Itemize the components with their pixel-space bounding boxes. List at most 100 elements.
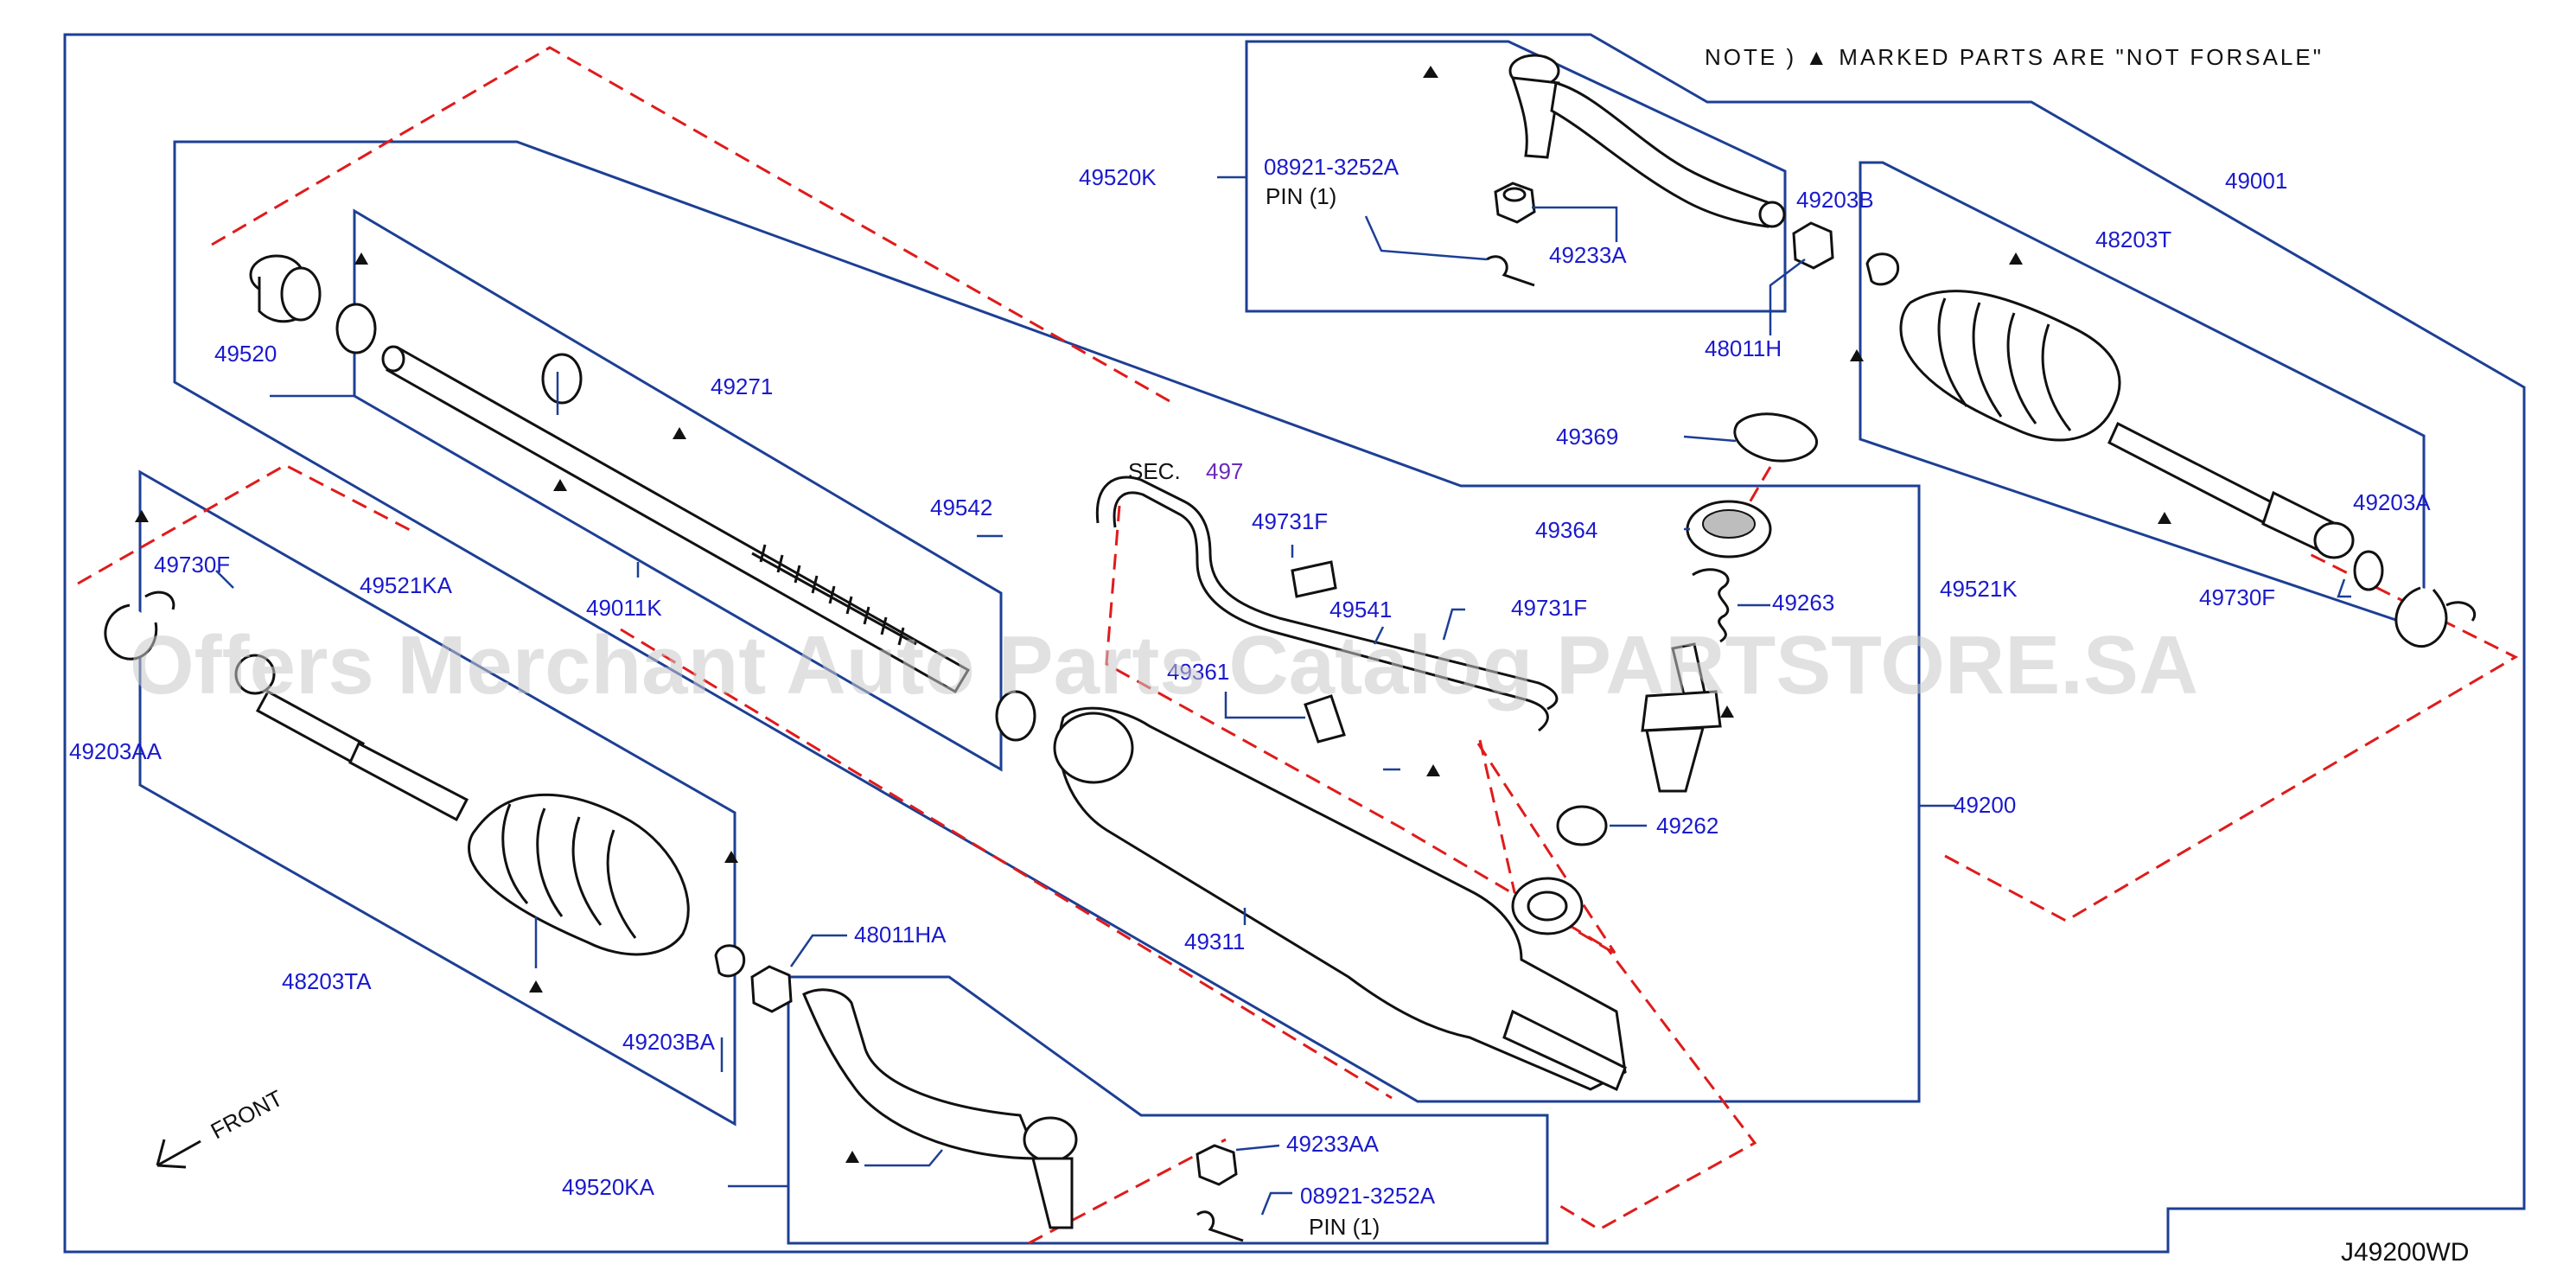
marker-2 <box>2009 252 2023 265</box>
pipe-49542[interactable] <box>1095 476 1559 711</box>
part-drawings <box>104 54 2476 1242</box>
seal-rack-end[interactable] <box>995 690 1036 742</box>
clamp-49203A[interactable] <box>2353 550 2384 591</box>
label-49311[interactable]: 49311 <box>1184 929 1245 954</box>
label-49731F-upper[interactable]: 49731F <box>1252 508 1328 534</box>
rack-49271[interactable] <box>381 345 971 694</box>
dash-49271-group <box>211 46 1176 406</box>
label-48011H[interactable]: 48011H <box>1705 335 1782 361</box>
clip-49731F[interactable] <box>1291 560 1337 598</box>
label-49520K[interactable]: 49520K <box>1079 164 1157 190</box>
label-48203T[interactable]: 48203T <box>2095 227 2171 252</box>
inner-rod-49521K[interactable] <box>2107 421 2355 559</box>
pin-upper[interactable] <box>1486 255 1535 287</box>
seal-upper-left[interactable] <box>335 303 377 354</box>
marker-10 <box>1720 705 1734 718</box>
label-48011HA[interactable]: 48011HA <box>854 922 947 948</box>
label-49203A[interactable]: 49203A <box>2353 489 2431 515</box>
gear-housing-49311[interactable] <box>1053 706 1627 1092</box>
label-49233A[interactable]: 49233A <box>1549 242 1627 268</box>
label-49203AA[interactable]: 49203AA <box>69 738 163 764</box>
note-not-for-sale: NOTE ) ▲ MARKED PARTS ARE "NOT FORSALE" <box>1705 44 2324 70</box>
label-49364[interactable]: 49364 <box>1535 517 1597 543</box>
label-49200[interactable]: 49200 <box>1954 792 2016 818</box>
o-ring-49262[interactable] <box>1556 805 1608 846</box>
label-49520[interactable]: 49520 <box>214 341 277 367</box>
nut-49233A[interactable] <box>1494 182 1536 224</box>
ring-49730F-left[interactable] <box>104 590 175 661</box>
marker-8 <box>135 510 149 522</box>
pipe-49541[interactable] <box>1113 491 1549 732</box>
frame-49200-rack <box>173 140 1921 1103</box>
label-49521KA[interactable]: 49521KA <box>360 572 453 598</box>
tie-rod-end-upper[interactable] <box>1508 54 1786 228</box>
label-49730F-left[interactable]: 49730F <box>154 552 230 578</box>
label-49203BA[interactable]: 49203BA <box>622 1029 716 1055</box>
marker-5 <box>354 252 368 265</box>
ring-49730F-right[interactable] <box>2394 586 2476 648</box>
sensor-49361[interactable] <box>1304 694 1346 744</box>
dash-49521KA-group <box>77 463 416 585</box>
label-49520KA[interactable]: 49520KA <box>562 1174 655 1200</box>
dash-49541-pipe <box>1476 739 1616 954</box>
assembly-frames <box>63 33 2526 1254</box>
label-sec-number[interactable]: 497 <box>1206 458 1243 484</box>
pinion-assembly[interactable] <box>1641 642 1722 793</box>
frame-49001-outer <box>63 33 2526 1254</box>
label-49730F-right[interactable]: 49730F <box>2199 584 2275 610</box>
tie-rod-end-lower[interactable] <box>802 988 1078 1229</box>
boot-48203TA[interactable] <box>468 793 690 956</box>
label-49271[interactable]: 49271 <box>711 373 773 399</box>
marker-11 <box>724 851 738 863</box>
pin-lower[interactable] <box>1196 1210 1244 1242</box>
label-49233AA[interactable]: 49233AA <box>1286 1131 1380 1157</box>
dash-49200-right <box>1105 505 1757 1231</box>
nut-48011HA[interactable] <box>750 965 793 1013</box>
clamp-49203BA[interactable] <box>714 944 746 978</box>
label-49203B[interactable]: 49203B <box>1796 187 1874 213</box>
label-49369[interactable]: 49369 <box>1556 424 1618 450</box>
label-49521K[interactable]: 49521K <box>1940 576 2018 602</box>
label-49262[interactable]: 49262 <box>1656 813 1718 839</box>
dash-49203-ring <box>1944 552 2519 922</box>
marker-12 <box>529 980 543 993</box>
label-sec-prefix: SEC. <box>1128 458 1181 484</box>
spring-49263[interactable] <box>1692 568 1730 643</box>
label-49731F-lower[interactable]: 49731F <box>1511 595 1587 621</box>
clamp-49203B[interactable] <box>1865 252 1900 286</box>
front-label: FRONT <box>207 1085 287 1145</box>
marker-13 <box>845 1151 859 1163</box>
label-49541[interactable]: 49541 <box>1329 597 1392 622</box>
seal-mid[interactable] <box>541 353 583 405</box>
marker-9 <box>1426 764 1440 776</box>
nut-49233AA[interactable] <box>1196 1144 1238 1186</box>
inner-rod-49521KA[interactable] <box>234 654 469 822</box>
frame-48203TA-boot <box>138 469 736 1127</box>
label-08921-3252A[interactable]: 08921-3252A <box>1264 154 1400 180</box>
watermark: Offers Merchant Auto Parts Catalog PARTS… <box>130 619 2198 712</box>
marker-6 <box>553 479 567 491</box>
frame-48203T-boot <box>1859 161 2426 632</box>
label-49542[interactable]: 49542 <box>930 495 992 520</box>
front-arrow <box>156 1139 201 1169</box>
marker-1 <box>1423 66 1438 78</box>
label-48203TA[interactable]: 48203TA <box>282 968 372 994</box>
label-pin-upper: PIN (1) <box>1266 183 1336 209</box>
label-49263[interactable]: 49263 <box>1772 590 1834 616</box>
not-for-sale-markers <box>135 66 2171 1163</box>
frame-49520K-kit <box>1245 40 1787 313</box>
washer-49369[interactable] <box>1733 412 1819 463</box>
label-49011K[interactable]: 49011K <box>586 595 662 621</box>
nut-48011H[interactable] <box>1792 221 1834 270</box>
gear-49364[interactable] <box>1686 500 1772 559</box>
bushing-49520[interactable] <box>249 254 322 323</box>
label-49001[interactable]: 49001 <box>2225 168 2287 194</box>
marker-3 <box>1850 349 1864 361</box>
diagram-code: J49200WD <box>2341 1238 2469 1267</box>
label-49361[interactable]: 49361 <box>1167 659 1229 685</box>
leader-lines <box>215 176 2351 1216</box>
label-pin-lower: PIN (1) <box>1309 1214 1380 1240</box>
boot-48203T[interactable] <box>1899 290 2121 442</box>
label-08921-3252A-lower[interactable]: 08921-3252A <box>1300 1183 1436 1209</box>
